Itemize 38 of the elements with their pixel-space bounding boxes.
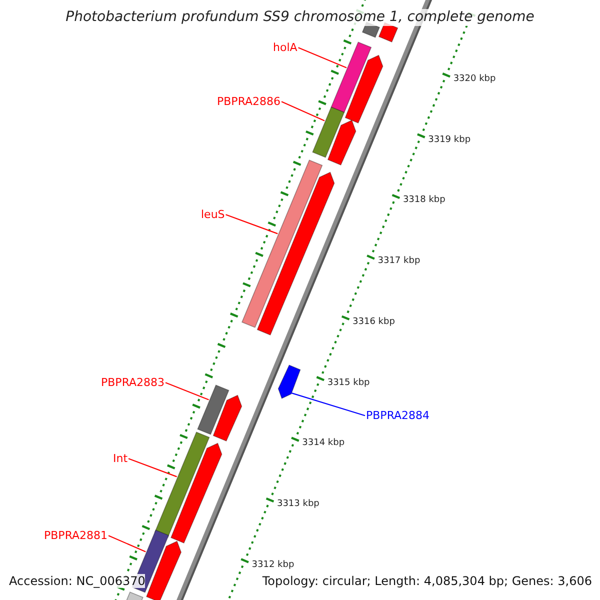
scale-label: 3319 kbp [428, 134, 471, 146]
scale-label: 3320 kbp [453, 74, 496, 85]
gene-block [344, 54, 384, 124]
gene-block [312, 106, 345, 158]
leader-line [108, 535, 146, 552]
gene-label: holA [273, 41, 298, 54]
leader-line [128, 458, 177, 478]
gene-label: PBPRA2883 [101, 376, 165, 390]
gene-block [146, 540, 182, 600]
gene-block [212, 394, 242, 442]
scale-label: 3315 kbp [327, 378, 370, 388]
scale-label: 3316 kbp [352, 316, 395, 328]
gene-block [330, 42, 372, 113]
gene-label: PBPRA2886 [217, 95, 281, 108]
gene-label: PBPRA2884 [366, 409, 430, 422]
gene-block [154, 432, 210, 538]
scale-label: 3317 kbp [378, 256, 420, 267]
leader-line [226, 214, 278, 234]
gene-label: PBPRA2881 [44, 529, 108, 542]
leader-line [165, 382, 209, 400]
gene-label: Int [113, 452, 128, 466]
title: Photobacterium profundum SS9 chromosome 1, complete genome [64, 9, 536, 26]
gene-block [256, 172, 335, 336]
scale-label: 3312 kbp [252, 560, 294, 570]
leader-line [281, 101, 325, 122]
gene-block [170, 442, 222, 544]
gene-block [327, 120, 356, 166]
gene-block [197, 384, 230, 435]
gene-label: leuS [201, 208, 225, 222]
leader-line [291, 392, 366, 416]
scale-label: 3313 kbp [276, 498, 320, 510]
leader-line [298, 47, 347, 68]
scale-label: 3314 kbp [302, 438, 345, 450]
scale-label: 3318 kbp [402, 195, 446, 206]
accession-text: Accession: NC_006370 [9, 574, 146, 588]
gene-block [241, 160, 323, 328]
genome-info-text: Topology: circular; Length: 4,085,304 bp; Genes: 3,606 [262, 574, 592, 588]
gene-block [278, 364, 301, 399]
